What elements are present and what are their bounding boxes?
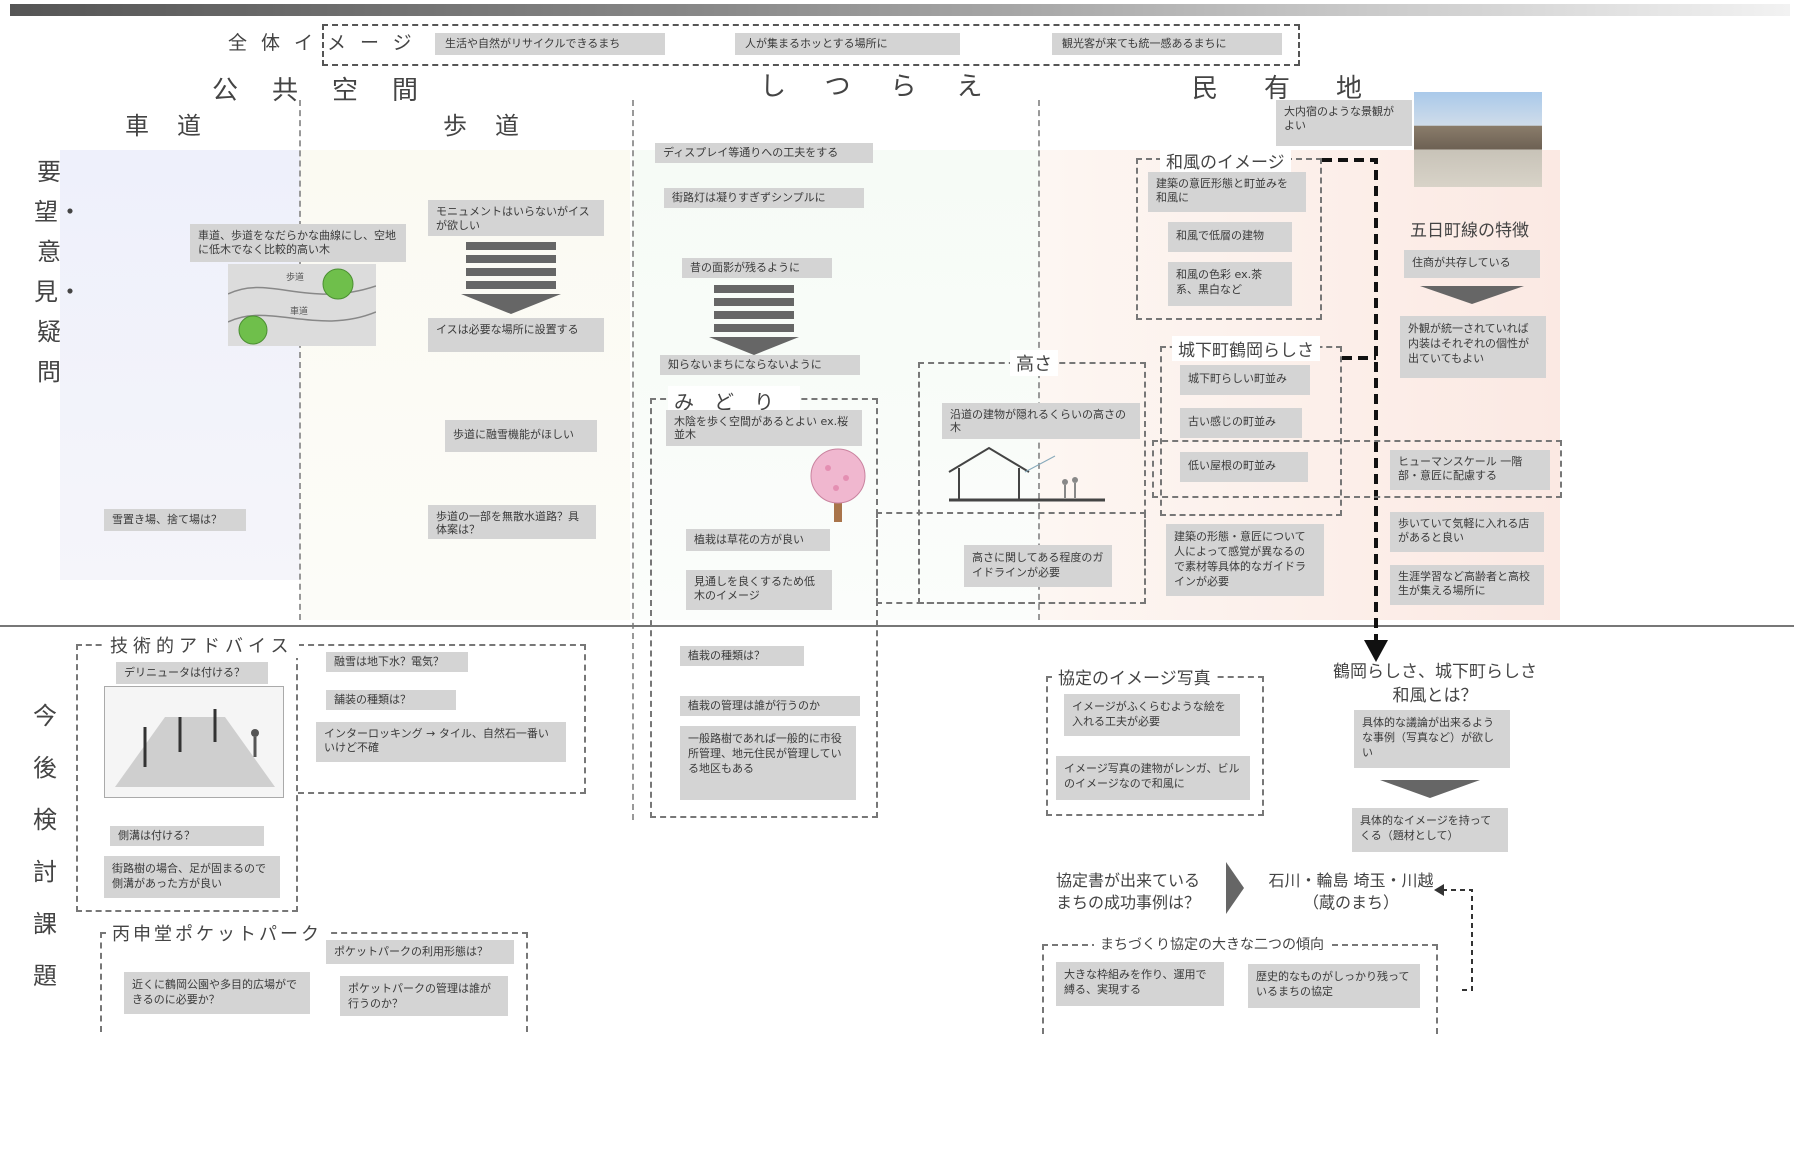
midori-request-3: 見通しを良くするため低木のイメージ [686, 570, 832, 610]
kyotei-issue-1: イメージがふくらむような絵を入れる工夫が必要 [1064, 694, 1240, 736]
shitsurae-down-arrow [709, 285, 799, 355]
row-issues: 今後検討課題 [33, 702, 57, 990]
tech-issue-4: 融雪は地下水？電気？ [326, 652, 468, 672]
tech-advice-frame-right [298, 644, 586, 794]
cherry-tree-icon [808, 446, 868, 528]
tech-issue-6: インターロッキング → タイル、自然石一番いいけど不確 [316, 722, 566, 762]
road-curve-diagram: 歩道 車道 [227, 264, 377, 346]
shitsurae-request-4: 知らないまちにならないように [660, 355, 860, 375]
examples-loop-arrow [1434, 884, 1473, 991]
itsuka-item-3: ヒューマンスケール 一階部・意匠に配慮する [1390, 450, 1550, 490]
height-title: 高さ [1010, 350, 1058, 376]
success-right-arrow [1226, 862, 1244, 914]
pocket-issue-2: 近くに鶴岡公園や多目的広場ができるのに必要か？ [124, 972, 310, 1014]
success-question: 協定書が出来ている まちの成功事例は？ [1056, 871, 1201, 912]
planting-issue-3: 一般路樹であれば一般的に市役所管理、地元住民が管理している地区もある [680, 726, 856, 800]
ouchijuku-photo [1414, 92, 1542, 187]
diagram-label-sidewalk: 歩道 [286, 273, 305, 283]
height-request-2: 高さに関してある程度のガイドラインが必要 [964, 545, 1112, 587]
midori-request-1: 木陰を歩く空間があるとよい ex.桜並木 [666, 410, 862, 446]
road-curve-illustration [227, 268, 377, 345]
section-private-land: 民有地 [1192, 74, 1409, 104]
overall-item-2: 人が集まるホッとする場所に [735, 33, 960, 55]
sidewalk-request-4: 歩道の一部を無散水道路？具体案は？ [428, 505, 596, 539]
trend-item-1: 大きな枠組みを作り、運用で縛る、実現する [1056, 962, 1224, 1006]
kyotei-issue-2: イメージ写真の建物がレンガ、ビルのイメージなので和風に [1056, 756, 1250, 800]
overall-item-3: 観光客が来ても統一感あるまちに [1052, 33, 1282, 55]
itsuka-title: 五日町線の特徴 [1410, 221, 1529, 241]
itsuka-item-2: 外観が統一されていれば内装はそれぞれの個性が出ていてもよい [1400, 316, 1546, 378]
overall-title: 全体イメージ [228, 32, 426, 54]
jokamachi-item-4: 建築の形態・意匠について人によって感覚が異なるので素材等具体的なガイドラインが必… [1166, 524, 1324, 596]
section-shitsurae: しつらえ [760, 72, 1023, 102]
tech-issue-3: 街路樹の場合、足が固まるので側溝があった方が良い [104, 856, 280, 898]
success-examples: 石川・輪島 埼玉・川越（蔵のまち） [1268, 871, 1434, 912]
tsuruoka-issue-2: 具体的なイメージを持ってくる（題材として） [1352, 808, 1508, 852]
trend-item-2: 歴史的なものがしっかり残っているまちの協定 [1248, 964, 1420, 1008]
sidewalk-down-arrow [461, 242, 561, 314]
section-public-space: 公共空間 [212, 76, 453, 106]
shitsurae-request-2: 街路灯は凝りすぎずシンプルに [664, 188, 864, 208]
overall-image-frame [322, 24, 1300, 66]
roadway-request-2: 雪置き場、捨て場は？ [104, 509, 246, 531]
wafu-title: 和風のイメージ [1160, 148, 1291, 173]
tsuruoka-question: 鶴岡らしさ、城下町らしさ和風とは？ [1333, 662, 1537, 706]
jokamachi-item-3: 低い屋根の町並み [1180, 452, 1308, 482]
overall-item-1: 生活や自然がリサイクルできるまち [435, 33, 665, 55]
jokamachi-title: 城下町鶴岡らしさ [1172, 336, 1320, 361]
tech-issue-5: 舗装の種類は？ [326, 690, 456, 710]
itsuka-down-arrow [1420, 286, 1524, 304]
pocket-issue-3: ポケットパークの管理は誰が行うのか？ [340, 976, 508, 1016]
sidewalk-request-2: イスは必要な場所に設置する [428, 318, 604, 352]
jokamachi-item-1: 城下町らしい町並み [1180, 365, 1310, 395]
height-guideline-frame [876, 512, 1146, 604]
tsuruoka-down-arrow [1380, 780, 1480, 798]
row-divider [0, 625, 1794, 627]
photo-caption: 大内宿のような景観がよい [1276, 100, 1412, 146]
tech-issue-2: 側溝は付ける？ [110, 826, 264, 846]
human-scale-frame [1152, 440, 1562, 498]
column-sidewalk: 歩道 [443, 112, 547, 140]
tech-advice-title: 技術的アドバイス [104, 632, 300, 658]
shitsurae-request-3: 昔の面影が残るように [682, 258, 832, 278]
connector-arrow [1322, 158, 1388, 662]
delineator-illustration [104, 686, 284, 798]
wafu-item-1: 建築の意匠形態と町並みを和風に [1148, 172, 1306, 212]
divider-sidewalk-shitsurae [632, 100, 634, 820]
roadway-request-1: 車道、歩道をなだらかな曲線にし、空地に低木でなく比較的高い木 [190, 224, 406, 262]
house-tree-illustration [945, 442, 1115, 510]
roadway-zone [60, 150, 300, 580]
pocket-park-title: 丙申堂ポケットパーク [106, 920, 328, 946]
column-roadway: 車道 [125, 112, 229, 140]
shitsurae-request-1: ディスプレイ等通りへの工夫をする [655, 143, 873, 163]
diagram-label-roadway: 車道 [290, 307, 309, 317]
wafu-item-3: 和風の色彩 ex.茶系、黒白など [1168, 262, 1292, 306]
row-requests: 要望・意見・疑問 [34, 158, 82, 386]
itsuka-item-5: 生涯学習など高齢者と高校生が集える場所に [1390, 565, 1544, 605]
jokamachi-item-2: 古い感じの町並み [1180, 408, 1302, 438]
trend-title: まちづくり協定の大きな二つの傾向 [1094, 934, 1330, 954]
itsuka-item-4: 歩いていて気軽に入れる店があると良い [1390, 512, 1544, 552]
tsuruoka-issue-1: 具体的な議論が出来るような事例（写真など）が欲しい [1354, 710, 1510, 768]
itsuka-item-1: 住商が共存している [1404, 250, 1540, 278]
midori-request-2: 植栽は草花の方が良い [686, 529, 830, 551]
wafu-item-2: 和風で低層の建物 [1168, 222, 1292, 252]
sidewalk-request-1: モニュメントはいらないがイスが欲しい [428, 200, 604, 236]
pocket-issue-1: ポケットパークの利用形態は？ [326, 940, 514, 964]
sidewalk-request-3: 歩道に融雪機能がほしい [445, 420, 597, 452]
planting-issue-1: 植栽の種類は？ [680, 646, 804, 666]
tech-issue-1: デリニュータは付ける？ [116, 662, 268, 684]
header-gradient-bar [10, 4, 1790, 16]
planting-issue-2: 植栽の管理は誰が行うのか [680, 696, 860, 716]
height-request-1: 沿道の建物が隠れるくらいの高さの木 [942, 403, 1140, 439]
kyotei-title: 協定のイメージ写真 [1052, 664, 1217, 689]
divider-roadway-sidewalk [299, 100, 301, 620]
